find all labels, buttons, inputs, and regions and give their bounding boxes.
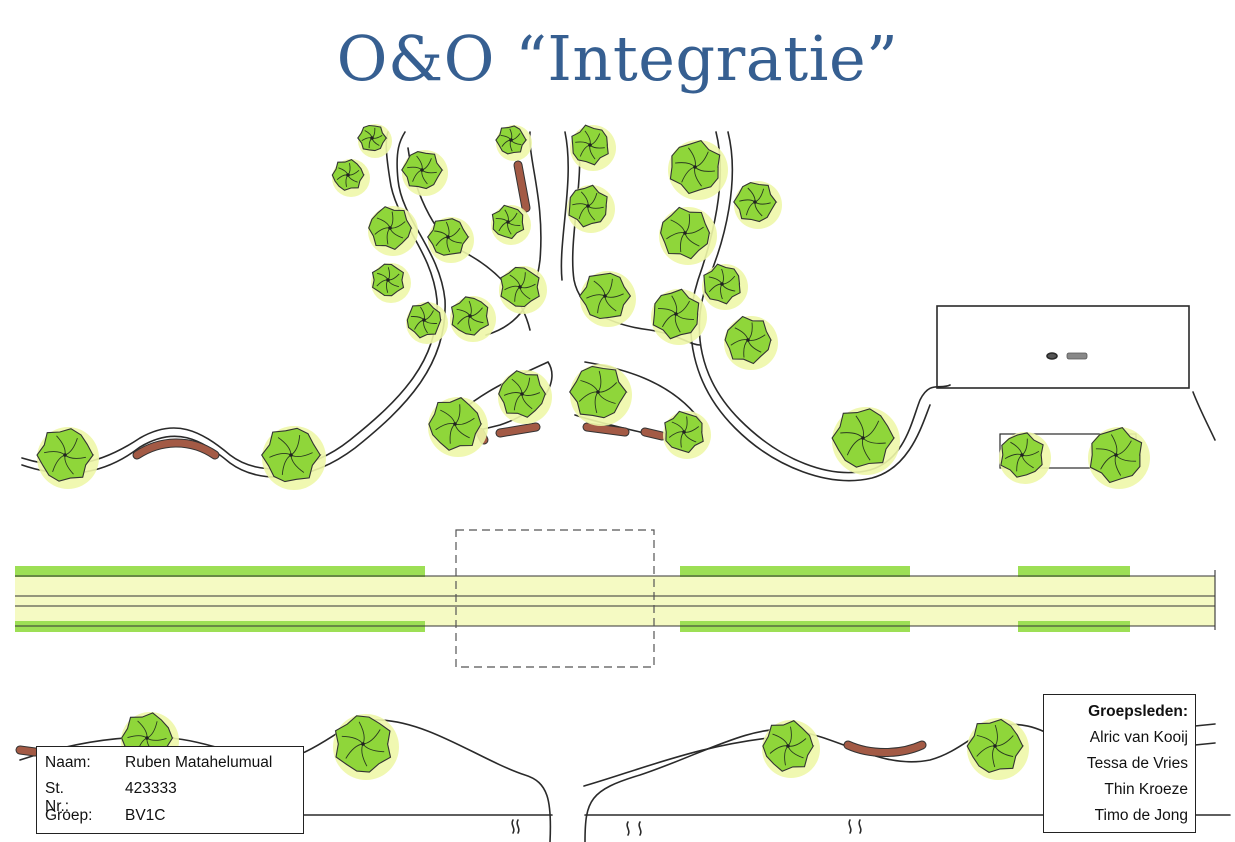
group-member: Alric van Kooij [1089,729,1188,746]
tree-icon [1088,426,1150,489]
tree-icon [578,271,636,327]
path-line [485,131,542,336]
tree-icon [401,150,448,196]
tree-icon [651,288,707,345]
student-number-label: St. Nr.: [45,780,70,815]
page-title: O&O “Integratie” [336,22,899,95]
group-members-box: Groepsleden: Alric van Kooij Tessa de Vr… [1043,694,1196,833]
path-line [698,131,951,474]
path-line [560,131,569,281]
name-label: Naam: [45,754,91,771]
group-member: Thin Kroeze [1104,781,1188,798]
trees [36,124,1150,780]
group-members-heading: Groepsleden: [1088,703,1188,720]
railway-track [15,529,1216,668]
tree-icon [733,181,782,229]
tree-icon [495,125,532,161]
tree-icon [36,427,99,489]
tree-icon [371,263,411,303]
tree-icon [999,432,1051,484]
tree-icon [668,139,728,200]
group-member: Tessa de Vries [1086,755,1188,772]
name-value: Ruben Matahelumual [125,754,273,771]
tree-icon [966,718,1029,780]
building-outline [936,305,1190,389]
tree-icon [498,370,552,424]
tree-icon [333,714,399,780]
tree-icon [702,263,748,310]
tree-icon [499,266,547,314]
tree-icon [368,206,418,256]
overpass-dashed-outline [455,529,655,668]
tree-icon [331,158,370,197]
tree-icon [406,301,448,344]
student-info-box: Naam: Ruben Matahelumual St. Nr.: 423333… [36,746,304,834]
tree-icon [831,407,900,475]
tree-icon [762,720,820,778]
group-label: Groep: [45,807,93,824]
tree-icon [663,410,711,459]
tree-icon [659,206,717,265]
tree-icon [261,426,326,490]
tree-icon [567,184,615,233]
group-value: BV1C [125,807,166,824]
tree-icon [569,364,632,426]
path-line [21,131,438,470]
benches [15,160,927,757]
student-number-value: 423333 [125,780,177,797]
tree-icon [357,124,392,158]
tree-icon [491,204,531,245]
tree-icon [427,217,474,263]
group-member: Timo de Jong [1094,807,1188,824]
path-line [21,131,446,478]
tree-icon [724,315,778,370]
tree-icon [428,397,488,457]
tree-icon [450,296,496,342]
tree-icon [570,124,616,171]
